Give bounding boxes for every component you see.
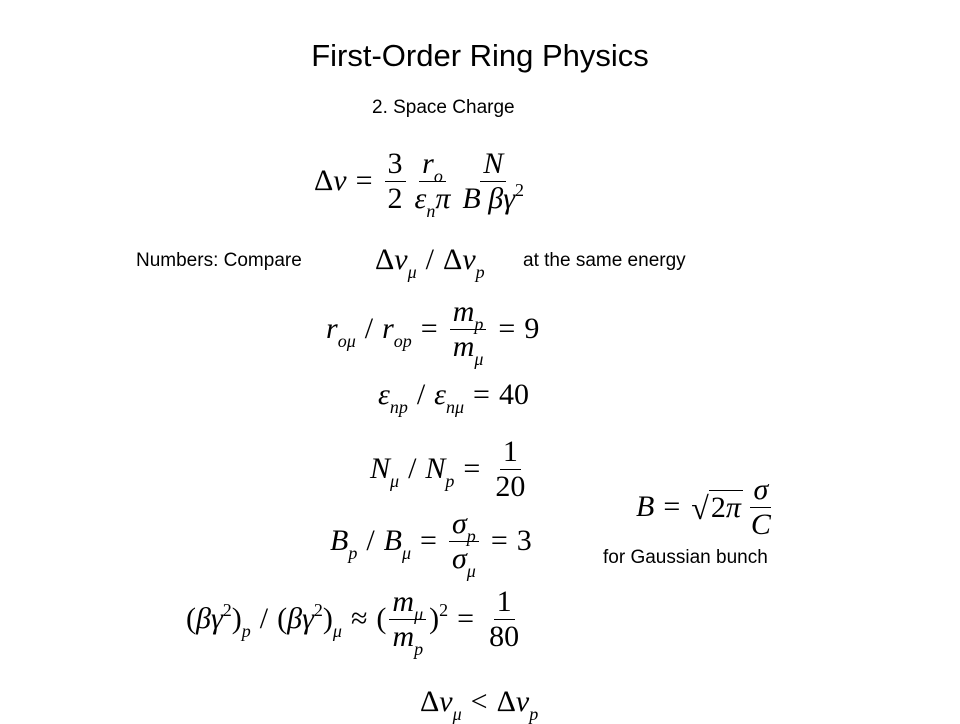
gaussian-bunch-note: for Gaussian bunch xyxy=(603,547,768,568)
section-subtitle: 2. Space Charge xyxy=(372,97,515,118)
same-energy-label: at the same energy xyxy=(523,250,686,271)
emittance-ratio-equation: εnp/εnμ=40 xyxy=(378,378,529,417)
slide-title: First-Order Ring Physics xyxy=(311,38,649,73)
compare-ratio-equation: Δνμ/Δνp xyxy=(375,243,485,282)
conclusion-equation: Δνμ<Δνp xyxy=(420,685,539,724)
compare-label: Numbers: Compare xyxy=(136,250,302,271)
